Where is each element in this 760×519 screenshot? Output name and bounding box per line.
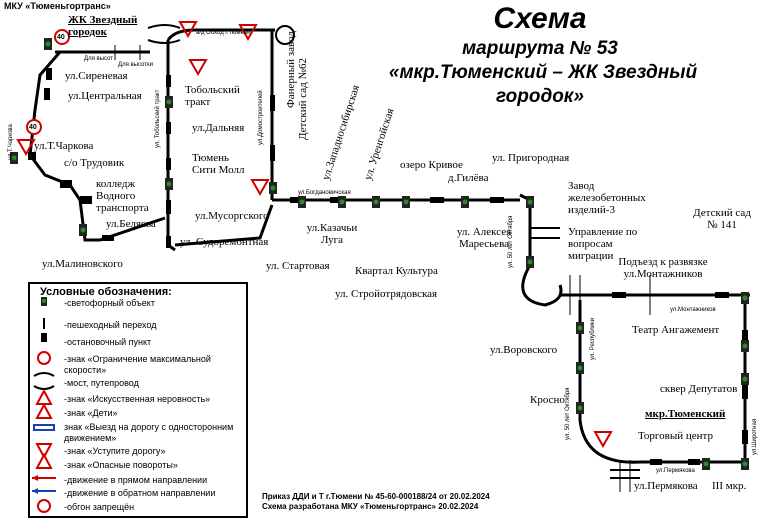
- stop-mkr-tyumensky: мкр.Тюменский: [645, 408, 726, 420]
- stop-montazhnikov: Подъезд к развязке ул.Монтажников: [618, 256, 708, 280]
- order-note: Приказ ДДИ и Т г.Тюмени № 45-60-000188/2…: [262, 492, 490, 512]
- stop-musorgskogo: ул.Мусоргского: [195, 210, 269, 222]
- stop-centralnaya: ул.Центральная: [68, 90, 142, 102]
- stop-detsad62: Детский сад №62: [297, 58, 309, 140]
- legend-item: -мост, путепровод: [64, 378, 139, 388]
- stop-trudovik: с/о Трудовик: [64, 157, 125, 169]
- street-montazhnikov: ул.Монтажников: [670, 307, 716, 313]
- legend-box: Условные обозначения: -светофорный объек…: [28, 282, 248, 518]
- legend-heading: Условные обозначения:: [40, 286, 172, 298]
- traffic-light-icon: [10, 38, 749, 470]
- order-line1: Приказ ДДИ и Т г.Тюмени № 45-60-000188/2…: [262, 492, 490, 501]
- org-name: МКУ «Тюменьгортранс»: [4, 1, 111, 11]
- legend-item: -знак «Искусственная неровность»: [64, 394, 211, 404]
- stop-sirenevaya: ул.Сиреневая: [65, 70, 128, 82]
- stop-kolledzh: колледж Водного транспорта: [96, 178, 149, 214]
- stop-zavod-zhbi: Завод железобетонных изделий-3: [568, 180, 646, 216]
- stop-skver: сквер Депутатов: [660, 383, 738, 395]
- stop-gileva: д.Гилёва: [448, 172, 489, 184]
- street-bogdanovicha: ул.Богдановичская: [298, 190, 351, 196]
- legend-item: -движение в обратном направлении: [64, 488, 216, 498]
- stop-krosno: Кросно: [530, 394, 565, 406]
- title-line2: маршрута № 53: [462, 38, 618, 59]
- street-permyakova: ул.Пермякова: [656, 468, 695, 474]
- legend-item: -движение в прямом направлении: [64, 475, 208, 485]
- title-line1: Схема: [493, 2, 587, 35]
- speed-limit-value-2: 40: [29, 124, 37, 131]
- stop-anghazhement: Театр Ангажемент: [632, 324, 720, 336]
- stop-iii-mkr: III мкр.: [712, 480, 747, 492]
- legend-item: -остановочный пункт: [64, 337, 152, 347]
- stop-kvartal: Квартал Культура: [355, 265, 438, 277]
- street-charkova-v: ул.Т.Чаркова: [8, 124, 14, 160]
- order-line2: Схема разработана МКУ «Тюменьгортранс» 2…: [262, 502, 479, 511]
- street-tobolsky-v: ул. Тобольский тракт: [155, 89, 161, 148]
- legend-item: -знак «Дети»: [64, 408, 118, 418]
- stop-torgovy: Торговый центр: [638, 430, 713, 442]
- stop-zk-zvezdny: ЖК Звездный городок: [68, 14, 138, 38]
- street-oktyabrya-s: ул. 50 лет Октября: [565, 387, 571, 440]
- stop-tobolsky: Тобольский тракт: [185, 84, 240, 108]
- street-respubliki: ул. Республики: [590, 317, 596, 360]
- stop-vorovskogo: ул.Воровского: [490, 344, 558, 356]
- stop-markers: [28, 68, 748, 465]
- street-tyumen-vyezd: а/д Обход г.Тюмени: [196, 30, 251, 36]
- stop-maresyeva: ул. Алексея Маресьева: [456, 226, 512, 250]
- street-oktyabrya: ул. 50 лет Октября: [508, 215, 514, 268]
- stop-charkova: ул.Т.Чаркова: [34, 140, 94, 152]
- legend-item: -знак «Опасные повороты»: [64, 460, 178, 470]
- legend-icons: [32, 297, 56, 513]
- stop-tyumen-city: Тюмень Сити Молл: [192, 152, 245, 176]
- stop-prigorodnaya: ул. Пригородная: [492, 152, 570, 164]
- legend-item: -знак «Уступите дорогу»: [64, 446, 166, 456]
- stop-ozero: озеро Кривое: [400, 159, 463, 171]
- legend-item: -светофорный объект: [64, 298, 155, 308]
- stop-malinovskogo: ул.Малиновского: [42, 258, 123, 270]
- speed-limit-value: 40: [57, 34, 65, 41]
- stop-belyaeva: ул.Беляева: [106, 218, 156, 230]
- legend-item: -обгон запрещён: [64, 502, 135, 512]
- street-dlya-bus2: Для высотки: [118, 62, 153, 68]
- stop-sudoremontnaya: ул. Судоремонтная: [180, 236, 269, 248]
- stop-dalnyaya: ул.Дальняя: [192, 122, 245, 134]
- stop-fanerny: Фанерный завод: [285, 31, 297, 108]
- street-dlya-bus1: Для высот: [84, 56, 114, 62]
- street-shirotnaya: ул.Широтная: [752, 418, 758, 455]
- title-line3: «мкр.Тюменский – ЖК Звездный: [388, 62, 698, 83]
- stop-stroyotryad: ул. Стройотрядовская: [335, 288, 438, 300]
- street-dolinnaya: ул.Домостроителей: [258, 90, 264, 145]
- stop-permyakova: ул.Пермякова: [634, 480, 698, 492]
- title-line4: городок»: [495, 86, 585, 107]
- speed-limit-icon: [26, 29, 70, 135]
- stop-migration: Управление по вопросам миграции: [568, 226, 638, 262]
- legend-item: знак «Выезд на дорогу с односторонним дв…: [64, 422, 234, 443]
- yield-sign-icon: [16, 21, 613, 449]
- stop-kazachi: ул.Казачьи Луга: [306, 222, 358, 246]
- bridge-icon: [147, 24, 640, 479]
- interchange-icon: [275, 25, 295, 45]
- legend-item: -знак «Ограничение максимальной скорости…: [64, 354, 211, 375]
- stop-detsad141: Детский сад № 141: [693, 207, 751, 231]
- stop-startovaya: ул. Стартовая: [266, 260, 330, 272]
- legend-item: -пешеходный переход: [64, 320, 157, 330]
- route-line: [28, 28, 750, 464]
